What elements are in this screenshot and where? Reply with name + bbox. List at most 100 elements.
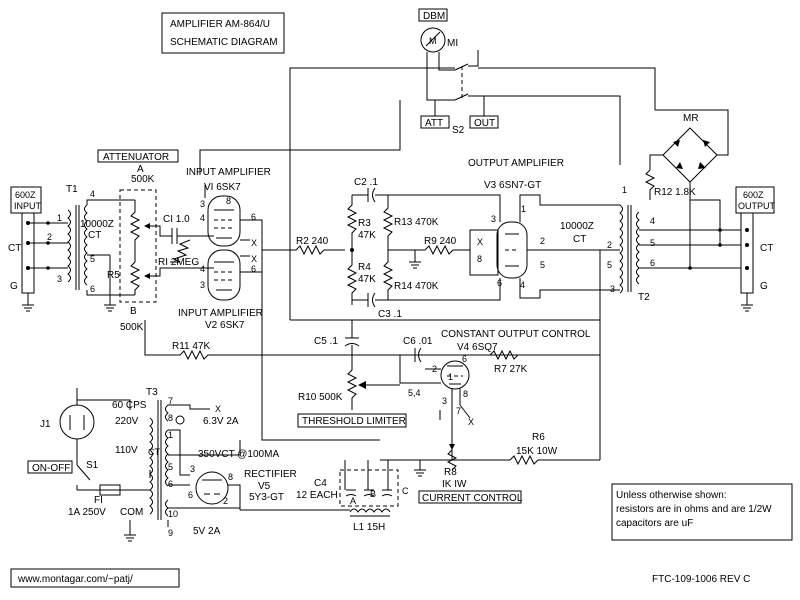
t3-pin-5: 5 xyxy=(168,462,173,472)
t3-ct: CT xyxy=(148,447,160,457)
rect-label-3: 5Y3-GT xyxy=(249,492,284,503)
attenuator-label-box xyxy=(97,149,179,163)
v4-pin-3: 3 xyxy=(442,396,447,406)
c4-section-a: A xyxy=(350,496,356,506)
v3-socket-box xyxy=(469,229,499,276)
att-label: ATT xyxy=(425,118,443,129)
v4-tube-icon xyxy=(440,360,470,390)
t2-primary xyxy=(619,204,623,294)
r7-label: R7 27K xyxy=(494,364,528,375)
input-pin-1: 1 xyxy=(57,213,62,223)
v3-pin-3: 3 xyxy=(491,214,496,224)
input-pin-2: 2 xyxy=(47,232,52,242)
fuse-label: FI xyxy=(94,495,103,506)
title-box xyxy=(161,12,285,54)
c1-label: CI 1.0 xyxy=(163,214,190,225)
note-line-1: Unless otherwise shown: xyxy=(616,490,727,501)
website-box xyxy=(10,568,180,588)
v2-tube-icon xyxy=(207,249,241,301)
output-g-label: G xyxy=(760,281,768,292)
t1-label: T1 xyxy=(66,184,78,195)
t1-secondary xyxy=(84,204,88,286)
v1-label: INPUT AMPLIFIER xyxy=(186,167,271,178)
t3-sec-filament xyxy=(165,404,169,422)
v5-pin-8: 8 xyxy=(228,472,233,482)
r6-label: R6 xyxy=(532,432,545,443)
input-ct-label: CT xyxy=(8,243,21,254)
v1-pin-6: 6 xyxy=(251,212,256,222)
t3-sec-hv xyxy=(165,429,169,487)
constant-output-label: CONSTANT OUTPUT CONTROL xyxy=(441,329,591,340)
s1-label: S1 xyxy=(86,460,99,471)
meter-label-box xyxy=(418,8,448,22)
t2-pin-2: 2 xyxy=(607,240,612,250)
r4-value: 47K xyxy=(358,274,376,285)
output-jack-label-1: 600Z xyxy=(743,190,764,200)
input-jack-label-box xyxy=(10,186,42,214)
v1-tube-icon xyxy=(207,195,241,247)
v4-pin-7: 7 xyxy=(456,406,461,416)
meter-symbol: M xyxy=(429,36,437,46)
t3-primary xyxy=(149,417,153,515)
c5-label: C5 .1 xyxy=(314,336,338,347)
v4-pin-8: 8 xyxy=(463,389,468,399)
v2-heater-x: X xyxy=(251,254,257,264)
v3-pin-1: 1 xyxy=(521,204,526,214)
t2-pin-5b: 5 xyxy=(650,238,655,248)
v4-pin-1: 1 xyxy=(448,372,453,382)
v5-pin-6: 6 xyxy=(188,490,193,500)
output-ct-label: CT xyxy=(760,243,773,254)
rect-label-2: V5 xyxy=(258,481,271,492)
attenuator-b: B xyxy=(130,306,137,317)
v3-pin-4: 4 xyxy=(520,280,525,290)
r3-value: 47K xyxy=(358,230,376,241)
v5-tube-icon xyxy=(195,471,229,505)
t3-com: COM xyxy=(120,507,143,518)
out-label: OUT xyxy=(474,118,495,129)
attenuator-gang xyxy=(119,189,157,303)
input-pin-3: 3 xyxy=(57,274,62,284)
t1-primary xyxy=(67,209,71,283)
input-jack-label-1: 600Z xyxy=(15,190,36,200)
title-line-2: SCHEMATIC DIAGRAM xyxy=(170,37,278,48)
t2-ct: CT xyxy=(573,234,586,245)
c3-label: C3 .1 xyxy=(378,309,402,320)
meter-icon xyxy=(420,27,446,53)
r6-value: 15K 10W xyxy=(516,446,558,457)
l1-inductor xyxy=(349,508,391,513)
attenuator-a: A xyxy=(137,164,144,175)
current-control-label: CURRENT CONTROL xyxy=(422,493,523,504)
t2-pin-3: 3 xyxy=(610,284,615,294)
v3-pin-8: 8 xyxy=(477,254,482,264)
v3-label: OUTPUT AMPLIFIER xyxy=(468,158,564,169)
v4-tube: V4 6SQ7 xyxy=(457,342,498,353)
v2-pin-3: 3 xyxy=(200,280,205,290)
current-control-box xyxy=(418,490,522,504)
v1-tube: VI 6SK7 xyxy=(204,182,241,193)
t1-impedance: 10000Z xyxy=(80,219,114,230)
power-plug-icon xyxy=(59,404,95,440)
v1-pin-3: 3 xyxy=(200,199,205,209)
t1-ct: CT xyxy=(88,230,101,241)
x-heater-label: X xyxy=(215,404,221,414)
t3-pin-10: 10 xyxy=(168,509,178,519)
meter-name: MI xyxy=(447,38,458,49)
j1-label: J1 xyxy=(40,419,51,430)
v1-pin-4: 4 xyxy=(200,213,205,223)
t1-pin-5: 5 xyxy=(90,254,95,264)
mr-label: MR xyxy=(683,113,699,124)
t3-pin-6: 6 xyxy=(168,479,173,489)
r13-label: R13 470K xyxy=(394,217,439,228)
v2-pin-4: 4 xyxy=(200,264,205,274)
t2-label: T2 xyxy=(638,292,650,303)
note-line-2: resistors are in ohms and are 1/2W xyxy=(616,504,772,515)
r3-label: R3 xyxy=(358,218,371,229)
t1-pin-4: 4 xyxy=(90,189,95,199)
v2-pin-6: 6 xyxy=(251,264,256,274)
output-jack-label-2: OUTPUT xyxy=(738,201,776,211)
bridge-rectifier xyxy=(662,127,718,183)
r14-label: R14 470K xyxy=(394,281,439,292)
t3-pin-9: 9 xyxy=(168,528,173,538)
attenuator-label: ATTENUATOR xyxy=(103,152,169,163)
c2-label: C2 .1 xyxy=(354,177,378,188)
